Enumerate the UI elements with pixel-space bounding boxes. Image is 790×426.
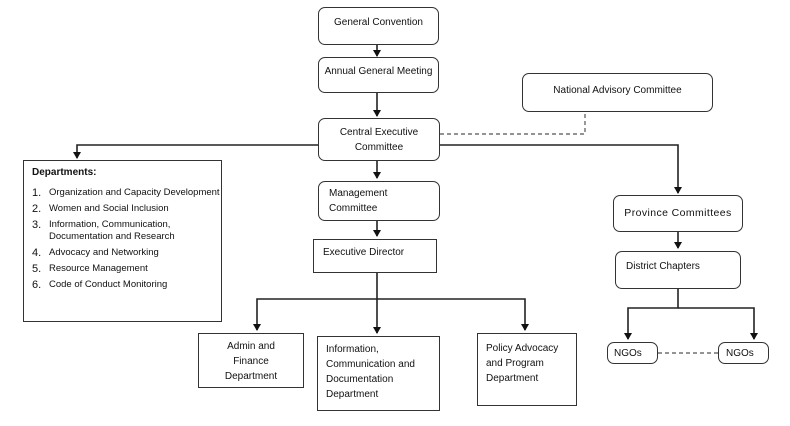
central-executive-committee-label: Central Executive Committee [339, 127, 419, 153]
departments-title: Departments: [32, 167, 97, 178]
district-split [624, 289, 679, 340]
department-item: 5. Resource Management [32, 263, 221, 275]
management-committee-label: Management Committee [329, 188, 388, 214]
ngos-left-box: NGOs [607, 342, 658, 364]
arrow-to-policy [377, 298, 529, 331]
department-item: 1. Organization and Capacity Development [32, 187, 221, 199]
province-committees-box: Province Committees [613, 195, 743, 232]
department-label: Advocacy and Networking [49, 247, 159, 258]
ngos-right-box: NGOs [718, 342, 769, 364]
department-number: 3. [32, 219, 42, 231]
department-item: 6. Code of Conduct Monitoring [32, 279, 221, 291]
department-number: 1. [32, 187, 42, 199]
district-chapters-box: District Chapters [615, 251, 741, 289]
department-label: Organization and Capacity Development [49, 187, 220, 198]
province-committees-label: Province Committees [624, 207, 732, 219]
general-convention-label: General Convention [334, 17, 423, 28]
department-label: Information, Communication, Documentatio… [49, 219, 175, 242]
department-number: 2. [32, 203, 42, 215]
policy-advocacy-box: Policy Advocacy and Program Department [477, 333, 577, 406]
executive-director-box: Executive Director [313, 239, 437, 273]
annual-general-meeting-box: Annual General Meeting [318, 57, 439, 93]
department-item: 2. Women and Social Inclusion [32, 203, 221, 215]
department-label: Women and Social Inclusion [49, 203, 169, 214]
icdr-department-box: Information, Communication and Documenta… [317, 336, 440, 411]
icdr-department-label: Information, Communication and Documenta… [326, 344, 415, 400]
admin-finance-label: Admin and Finance Department [224, 341, 278, 382]
department-number: 5. [32, 263, 42, 275]
arrow-to-admin [253, 298, 377, 331]
national-advisory-committee-label: National Advisory Committee [553, 85, 682, 96]
departments-box: Departments: 1. Organization and Capacity… [23, 160, 222, 322]
department-item: 4. Advocacy and Networking [32, 247, 221, 259]
central-executive-committee-box: Central Executive Committee [318, 118, 440, 161]
ngos-right-label: NGOs [726, 348, 754, 359]
admin-finance-box: Admin and Finance Department [198, 333, 304, 388]
arrow-cec-to-departments [73, 144, 318, 159]
department-label: Resource Management [49, 263, 148, 274]
dashed-advisory-link [440, 112, 586, 135]
district-chapters-label: District Chapters [626, 261, 700, 272]
national-advisory-committee-box: National Advisory Committee [522, 73, 713, 112]
policy-advocacy-label: Policy Advocacy and Program Department [486, 343, 559, 384]
department-label: Code of Conduct Monitoring [49, 279, 168, 290]
department-number: 4. [32, 247, 42, 259]
departments-list: 1.Organization and Capacity Development … [32, 187, 221, 291]
department-number: 6. [32, 279, 42, 291]
general-convention-box: General Convention [318, 7, 439, 45]
arrow-cec-to-province [440, 144, 682, 194]
annual-general-meeting-label: Annual General Meeting [324, 66, 433, 77]
ngos-left-label: NGOs [614, 348, 642, 359]
department-item: 3. Information, Communication, Documentat… [32, 219, 221, 243]
management-committee-box: Management Committee [318, 181, 440, 221]
district-split-right [678, 307, 758, 340]
executive-director-label: Executive Director [323, 247, 405, 258]
